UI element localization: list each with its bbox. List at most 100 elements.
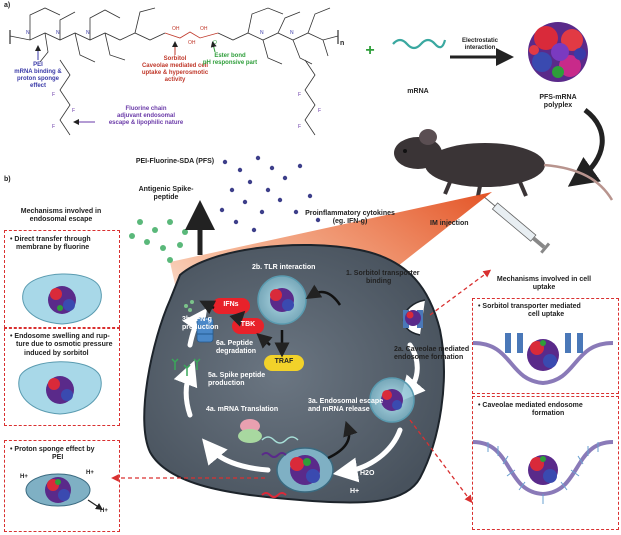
traf-pill: TRAF [274, 358, 294, 365]
spike-prod-line-2: production [208, 380, 245, 388]
mrna-released [261, 436, 299, 444]
proteasome-icon [196, 317, 214, 343]
sorbitol-binding-line-1: 1. Sorbitol transporter [346, 270, 420, 277]
left3-hplus-1: H+ [20, 474, 28, 480]
svg-text:N: N [86, 30, 90, 36]
pei-desc-1: mRNA binding & [14, 68, 62, 75]
polyplex-particle [528, 22, 588, 82]
svg-text:F: F [72, 108, 75, 114]
right-title-line-2: uptake [532, 284, 556, 292]
left2-text: • Endosome swelling and rup- ture due to… [10, 333, 112, 358]
peptide-deg-line-2: degradation [216, 348, 257, 356]
right-panel-1 [472, 298, 619, 394]
escape-line-1: 3a. Endosomal escape [308, 398, 384, 405]
fluorine-line-2: adjuvant endosomal [116, 112, 175, 119]
right-panel-2 [472, 396, 619, 530]
ester-desc: pH responsive part [202, 59, 258, 66]
ifn-dots [184, 300, 194, 312]
right1-text: • Sorbitol transporter mediated cell upt… [478, 303, 581, 320]
left3-text: • Proton sponge effect by PEI [10, 446, 95, 463]
pei-desc-3: effect [29, 82, 46, 89]
antigen-dots [129, 217, 198, 263]
caveolae-line-2: endosome formation [394, 354, 464, 362]
ifns-pill-shape [212, 298, 250, 314]
ifn-prod-line-1: 3b. IFN-g [182, 316, 212, 323]
panel-a-label: a) [4, 2, 11, 9]
svg-text:OH: OH [200, 26, 208, 32]
cytokine-dots [219, 155, 321, 233]
cytokines-line-2: (eg. IFN-g) [332, 218, 368, 226]
ifns-pill: IFNs [223, 301, 239, 308]
svg-text:F: F [318, 108, 321, 114]
left2-line-2: ture due to osmotic pressure [16, 341, 113, 349]
right1-line-2: cell uptake [528, 311, 565, 319]
fluorine-label: Fluorine chain adjuvant endosomal escape… [96, 106, 196, 127]
left3-hplus-3: H+ [100, 508, 108, 514]
antigenic-line-1: Antigenic Spike- [138, 186, 194, 193]
ifn-prod-line-2: production [182, 324, 219, 332]
plus-sign: + [365, 42, 375, 59]
svg-text:N: N [56, 30, 60, 36]
right1-illustration [472, 333, 614, 386]
fluorine-line-1: Fluorine chain [125, 106, 167, 112]
antigenic-label: Antigenic Spike- peptide [126, 186, 206, 202]
subscript-n: n [340, 40, 345, 47]
sorbitol-transporter [403, 310, 423, 328]
cytokines-label: Proinflammatory cytokines (eg. IFN-g) [290, 210, 410, 226]
escape-line-2: and mRNA release [308, 406, 370, 414]
ester-title: Ester bond [214, 53, 246, 59]
electrostatic-line-2: interaction [464, 44, 496, 51]
caveolae-label: 2a. Caveolae mediated endosome formation [394, 346, 469, 362]
svg-text:F: F [52, 92, 55, 98]
left-panel-3 [4, 440, 120, 532]
escape-endosome [276, 447, 334, 493]
right-title-line-1: Mechanisms involved in cell [496, 276, 592, 283]
peptide-deg-line-1: 6a. Peptide [216, 340, 253, 347]
sorbitol-title: Sorbitol [163, 56, 187, 62]
im-injection-label: IM injection [430, 220, 469, 227]
left2-illustration [18, 361, 102, 415]
mouse-silhouette [394, 129, 614, 201]
right1-line-1: • Sorbitol transporter mediated [478, 303, 581, 310]
electrostatic-line-1: Electrostatic [461, 38, 498, 44]
left3-illustration [25, 473, 103, 510]
svg-text:N: N [26, 30, 30, 36]
traf-pill-shape [264, 355, 304, 371]
left-title-line-1: Mechanisms involved in [20, 208, 102, 215]
spike-peptides [171, 358, 201, 376]
left3-line-2: PEI [52, 454, 64, 462]
right2-line-2: formation [532, 410, 565, 418]
escape-label: 3a. Endosomal escape and mRNA release [308, 398, 383, 414]
curve-arrow-to-mouse [567, 107, 605, 187]
caveolae-endosome [369, 377, 415, 423]
left1-text: • Direct transfer through membrane by fl… [10, 236, 91, 253]
sorbitol-desc-1: Caveolae mediated cell [141, 62, 209, 69]
tlr-label: 2b. TLR interaction [252, 264, 316, 271]
svg-text:OH: OH [188, 40, 196, 46]
ribosome-icon [238, 419, 262, 443]
left-title-line-2: endosomal escape [29, 216, 93, 224]
left2-line-1: • Endosome swelling and rup- [10, 333, 110, 340]
right2-illustration [472, 440, 614, 504]
svg-text:F: F [298, 92, 301, 98]
right2-text: • Caveolae mediated endosome formation [478, 402, 583, 419]
tlr-endosome [257, 275, 307, 325]
translation-label: 4a. mRNA Translation [206, 406, 279, 413]
polyplex-label: PFS-mRNA polyplex [528, 94, 588, 110]
svg-text:F: F [298, 124, 301, 130]
cytokines-line-1: Proinflammatory cytokines [305, 210, 395, 217]
sorbitol-label: Sorbitol Caveolae mediated cell uptake &… [130, 56, 220, 84]
ester-label: Ester bond pH responsive part [200, 53, 260, 67]
sorbitol-binding-line-2: binding [366, 278, 392, 286]
peptide-deg-label: 6a. Peptide degradation [216, 340, 256, 356]
spike-prod-label: 5a. Spike peptide production [208, 372, 265, 388]
hplus-label: H+ [350, 488, 360, 495]
sorbitol-binding-label: 1. Sorbitol transporter binding [346, 270, 420, 286]
annotation-arrows [35, 41, 217, 125]
polyplex-line-2: polyplex [543, 102, 573, 110]
mrna-label: mRNA [407, 88, 429, 95]
spike-prod-line-1: 5a. Spike peptide [208, 372, 266, 379]
left2-line-3: induced by sorbitol [24, 349, 89, 357]
sorbitol-desc-2: uptake & hyperosmotic [141, 69, 209, 76]
